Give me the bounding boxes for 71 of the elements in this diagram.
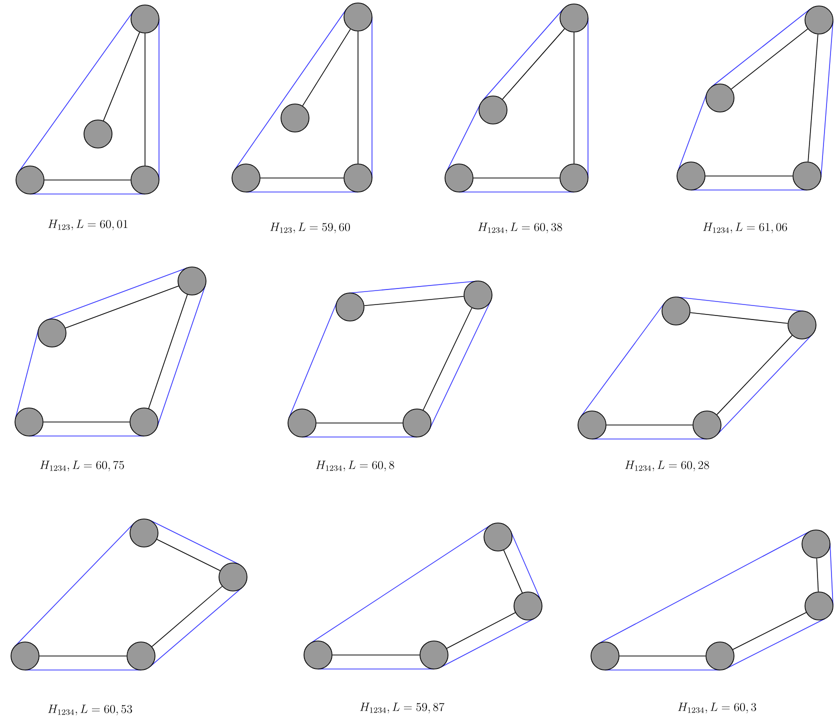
vertex-circle (304, 640, 332, 670)
vertex-circle (232, 164, 260, 192)
vertex-circle (802, 530, 830, 558)
vertex-circle (590, 642, 620, 670)
edge-line (716, 335, 792, 415)
subfigure-caption: $H_{1234}, L = 60,75$ (40, 460, 124, 472)
vertex-circle (692, 410, 722, 440)
vertex-circle (130, 518, 158, 548)
vertex-circle (804, 6, 834, 34)
edge-line (152, 586, 222, 648)
vertex-circle (792, 162, 822, 190)
edge-line (332, 654, 420, 656)
vertex-circle (14, 408, 44, 436)
vertex-circle (804, 592, 834, 620)
vertex-circle (16, 166, 44, 194)
vertex-circle (38, 318, 66, 348)
vertex-circle (484, 522, 512, 552)
edge-line (730, 28, 808, 90)
vertex-circle (130, 166, 160, 194)
edge-line (364, 296, 464, 306)
subfigure-caption: $H_{1234}, L = 59,87$ (360, 702, 444, 714)
vertex-circle (288, 408, 316, 438)
subfigure-caption: $H_{1234}, L = 60,8$ (316, 460, 394, 472)
vertex-circle (130, 4, 160, 34)
subfigure-caption: $H_{1234}, L = 60,53$ (48, 704, 132, 716)
vertex-circle (130, 408, 158, 436)
vertex-circle (560, 4, 588, 32)
edge-line (816, 558, 819, 592)
subfigure-caption: $H_{1234}, L = 60,3$ (678, 702, 756, 714)
vertex-circle (10, 642, 40, 670)
edge-line (732, 612, 807, 650)
vertex-circle (662, 296, 690, 326)
edge-line (65, 286, 179, 328)
subfigure-caption: $H_{1234}, L = 61,06$ (703, 222, 788, 234)
vertex-circle (560, 164, 588, 192)
vertex-circle (126, 642, 156, 670)
vertex-circle (84, 120, 112, 148)
subfigure-caption: $H_{123}, L = 60,01$ (48, 220, 128, 230)
vertex-circle (402, 408, 432, 438)
vertex-circle (578, 410, 606, 440)
vertex-circle (178, 266, 206, 296)
subfigure-caption: $H_{1234}, L = 60,38$ (478, 222, 562, 234)
vertex-circle (706, 642, 734, 670)
edge-line (446, 612, 516, 649)
edge-line (316, 422, 403, 424)
vertex-circle (420, 640, 448, 670)
vertex-circle (478, 96, 508, 124)
edge-line (156, 538, 220, 572)
vertex-circle (344, 2, 372, 32)
vertex-circle (444, 164, 474, 192)
edge-line (422, 308, 472, 410)
edge-line (302, 28, 351, 106)
vertex-circle (336, 292, 364, 322)
subfigure-caption: $H_{1234}, L = 60,28$ (625, 460, 710, 472)
vertex-circle (676, 162, 706, 190)
edge-line (103, 32, 140, 122)
vertex-circle (344, 164, 372, 192)
edge-line (606, 424, 693, 426)
vertex-circle (514, 592, 542, 620)
edge-line (690, 312, 788, 324)
edge-line (148, 294, 188, 409)
edge-line (144, 33, 146, 166)
vertex-circle (706, 84, 734, 112)
vertex-circle (280, 104, 310, 132)
vertex-circle (218, 562, 248, 592)
edge-line (503, 550, 523, 594)
subfigure-caption: $H_{123}, L = 59,60$ (270, 222, 350, 234)
edge-line (808, 34, 818, 162)
edge-line (502, 28, 565, 100)
vertex-circle (788, 310, 816, 340)
vertex-circle (464, 280, 492, 310)
